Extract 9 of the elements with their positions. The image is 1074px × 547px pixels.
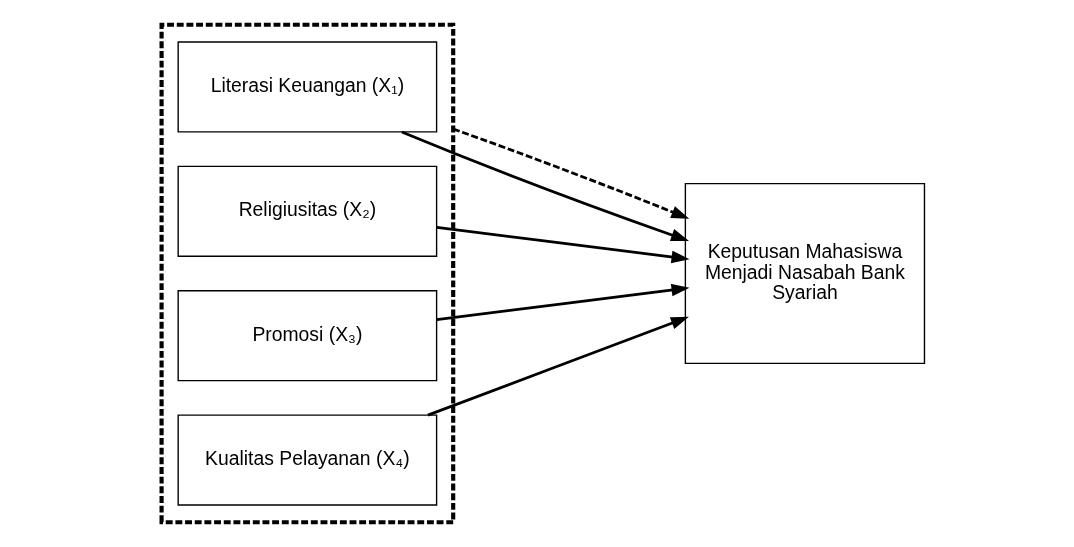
node-box: Kualitas Pelayanan (X₄) [177,414,437,506]
node-box: Keputusan Mahasiswa Menjadi Nasabah Bank Syariah [684,183,925,364]
node-box: Literasi Keuangan (X₁) [177,41,437,133]
arrow [452,127,689,219]
node-box: Promosi (X₃) [177,290,437,382]
node-box: Religiusitas (X₂) [177,165,437,257]
arrow [426,316,689,417]
cluster [159,22,455,525]
arrow [400,130,689,241]
